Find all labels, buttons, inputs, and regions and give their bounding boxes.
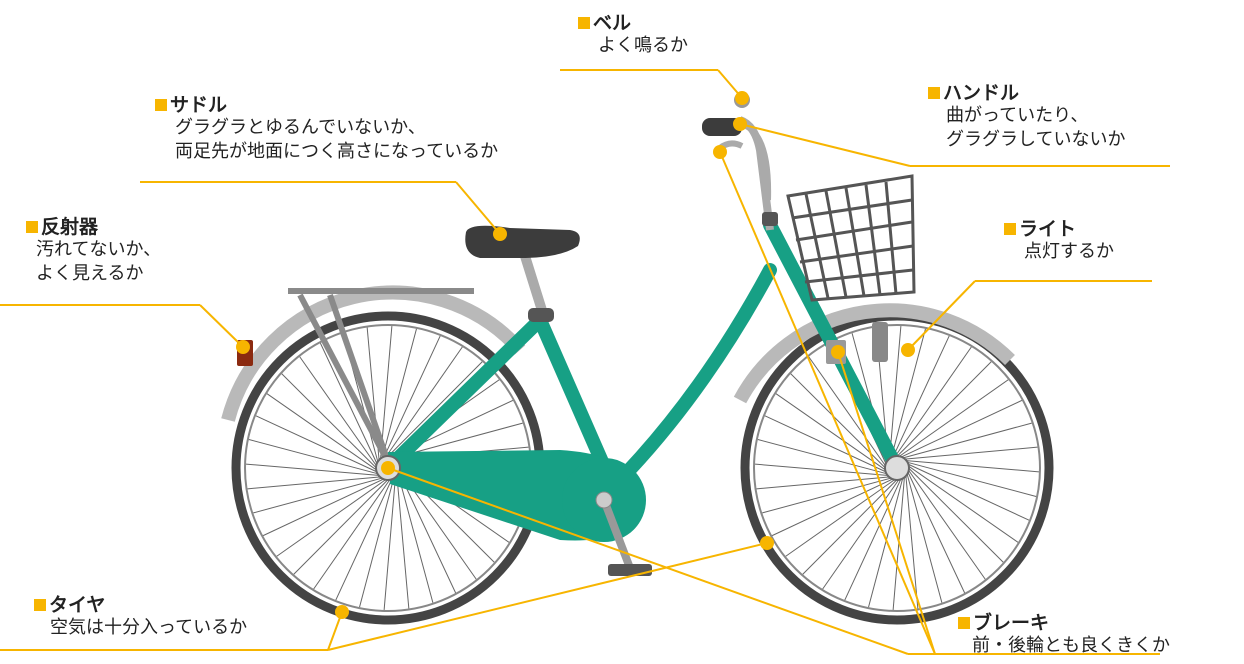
label-desc: グラグラしていないか — [946, 129, 1126, 150]
handlebar-grip — [702, 118, 742, 136]
label-desc: 曲がっていたり、 — [946, 105, 1089, 126]
crank — [600, 498, 634, 570]
label-desc: よく見えるか — [36, 263, 144, 284]
bullet-square-icon — [26, 221, 38, 233]
label-handle: ハンドル 曲がっていたり、 グラグラしていないか — [928, 82, 1125, 152]
leader-dots — [236, 91, 915, 619]
label-desc: 前・後輪とも良くきくか — [972, 635, 1170, 656]
pedal — [608, 564, 652, 576]
label-title: タイヤ — [49, 594, 106, 616]
front-basket — [786, 174, 916, 302]
rear-fender — [221, 285, 526, 422]
front-fender — [733, 303, 1015, 404]
label-title: 反射器 — [41, 216, 99, 238]
label-desc: 空気は十分入っているか — [50, 617, 248, 638]
bullet-square-icon — [34, 599, 46, 611]
bullet-square-icon — [155, 99, 167, 111]
label-bell: ベル よく鳴るか — [578, 12, 688, 58]
label-title: ベル — [593, 12, 632, 34]
label-desc: グラグラとゆるんでいないか、 — [175, 117, 426, 138]
bullet-square-icon — [928, 87, 940, 99]
label-tire: タイヤ 空気は十分入っているか — [34, 594, 247, 640]
label-saddle: サドル グラグラとゆるんでいないか、 両足先が地面につく高さになっているか — [155, 94, 498, 164]
label-title: ハンドル — [943, 82, 1020, 104]
label-brake: ブレーキ 前・後輪とも良くきくか — [958, 612, 1170, 658]
label-title: ライト — [1019, 218, 1077, 240]
label-title: サドル — [170, 94, 228, 116]
leader-lines — [0, 69, 1170, 655]
label-light: ライト 点灯するか — [1004, 218, 1114, 264]
label-reflector: 反射器 汚れてないか、 よく見えるか — [26, 216, 161, 286]
headlight — [872, 322, 888, 362]
bullet-square-icon — [958, 617, 970, 629]
label-desc: よく鳴るか — [598, 35, 688, 56]
bullet-square-icon — [1004, 223, 1016, 235]
label-desc: 汚れてないか、 — [36, 239, 162, 260]
bullet-square-icon — [578, 17, 590, 29]
label-title: ブレーキ — [973, 612, 1050, 634]
label-desc: 点灯するか — [1024, 241, 1114, 262]
rear-rack — [288, 288, 474, 464]
saddle — [465, 225, 580, 258]
label-desc: 両足先が地面につく高さになっているか — [175, 141, 499, 162]
